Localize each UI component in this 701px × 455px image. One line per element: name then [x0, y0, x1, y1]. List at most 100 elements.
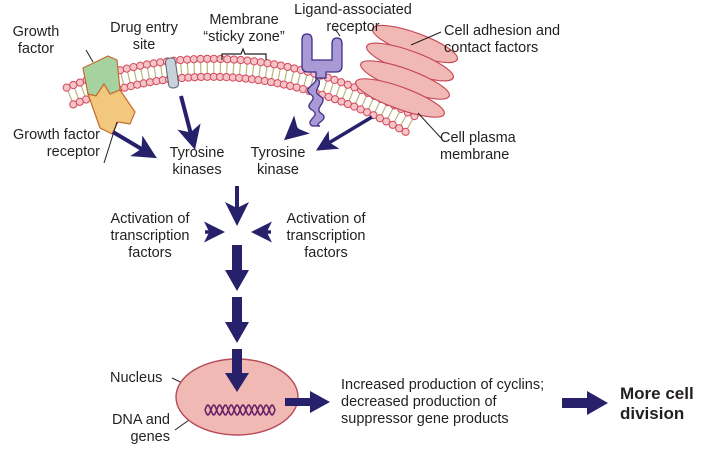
label-dna-and-genes: DNA and genes — [111, 412, 170, 445]
lipid-tail — [284, 70, 288, 81]
lipid-tail — [374, 102, 380, 112]
lipid-tail — [335, 85, 341, 96]
phospholipid-head — [62, 83, 71, 92]
phospholipid-head — [69, 80, 78, 90]
lipid-tail — [407, 119, 413, 129]
arrow-down-2 — [225, 297, 249, 343]
lipid-tail — [361, 96, 367, 106]
phospholipid-head — [343, 80, 352, 89]
phospholipid-head — [75, 78, 85, 87]
phospholipid-head — [290, 64, 299, 73]
label-outcome: Increased production of cyclins; decreas… — [341, 377, 545, 427]
phospholipid-head — [176, 55, 185, 65]
growth-factor-receptor-shape — [87, 82, 136, 135]
phospholipid-head — [236, 55, 245, 65]
phospholipid-head — [149, 59, 158, 68]
lipid-tail — [67, 91, 73, 101]
lipid-tail — [80, 86, 86, 96]
lipid-tail — [264, 67, 268, 78]
arrow-adhesion-to-kinase — [315, 115, 373, 151]
sticky-zone-bracket — [221, 47, 267, 60]
lipid-tail — [355, 93, 361, 104]
arrow-receptor-to-kinases — [111, 130, 157, 159]
lipid-tail — [160, 66, 163, 77]
drug-entry-site-channel — [164, 57, 180, 89]
lipid-tail — [297, 73, 301, 84]
label-more-cell-division: More cell division — [620, 384, 694, 423]
phospholipid-head — [256, 58, 265, 67]
phospholipid-head — [250, 57, 259, 66]
phospholipid-head — [263, 59, 272, 68]
phospholipid-head — [223, 55, 232, 64]
phospholipid-head — [189, 55, 198, 64]
label-activation-left: Activation of transcription factors — [110, 211, 190, 261]
adhesion-disc — [355, 78, 445, 118]
lipid-tail — [258, 66, 261, 77]
phospholipid-head — [142, 60, 151, 69]
leader-cell-adhesion — [410, 31, 442, 46]
phospholipid-head — [136, 61, 145, 70]
lipid-tail — [381, 105, 387, 115]
lipid-tail — [186, 63, 189, 74]
label-cell-adhesion: Cell adhesion and contact factors — [444, 23, 561, 56]
lipid-tail — [180, 64, 183, 75]
leader-cell-plasma-membrane — [417, 112, 442, 139]
label-cell-plasma-membrane: Cell plasma membrane — [440, 130, 516, 163]
cell-adhesion-factors — [355, 24, 459, 118]
phospholipid-head — [203, 54, 212, 63]
phospholipid-head — [122, 64, 131, 73]
leader-ligand-receptor — [334, 28, 341, 37]
lipid-tail — [303, 75, 308, 86]
phospholipid-head — [156, 58, 165, 67]
lipid-tail — [277, 69, 281, 80]
lipid-tail — [232, 63, 235, 74]
phospholipid-head — [375, 114, 384, 123]
lipid-tail — [348, 90, 354, 101]
arrow-ligand-to-kinase — [283, 115, 310, 141]
lipid-tail — [271, 68, 275, 79]
phospholipid-head — [270, 60, 279, 69]
label-growth-factor-receptor: Growth factor receptor — [12, 127, 100, 160]
lipid-tail — [342, 88, 347, 99]
lipid-tail — [245, 64, 248, 75]
nucleus — [175, 358, 299, 436]
label-membrane-sticky-zone: Membrane “sticky zone” — [203, 12, 285, 45]
phospholipid-head — [382, 117, 391, 126]
growth-factor-receptor-complex — [82, 55, 136, 135]
lipid-tail — [146, 68, 150, 79]
phospholipid-head — [395, 124, 404, 133]
lipid-tail — [238, 63, 242, 75]
label-tyrosine-kinases: Tyrosine kinases — [169, 145, 225, 178]
lipid-tail — [400, 115, 407, 126]
leader-growth-factor-receptor — [103, 121, 118, 164]
lipid-tail — [74, 88, 79, 99]
label-ligand-associated-receptor: Ligand-associated receptor — [294, 2, 412, 35]
phospholipid-head — [283, 62, 292, 72]
arrow-drug-site-to-kinases — [177, 95, 201, 150]
phospholipid-head — [229, 55, 239, 64]
lipid-tail — [329, 83, 334, 94]
phospholipid-head — [209, 54, 219, 63]
label-tyrosine-kinase: Tyrosine kinase — [250, 145, 306, 178]
lipid-tail — [251, 65, 255, 76]
label-growth-factor: Growth factor — [12, 24, 60, 57]
label-nucleus: Nucleus — [110, 370, 163, 386]
lipid-tail — [140, 69, 144, 80]
phospholipid-head — [388, 120, 397, 129]
lipid-tail — [394, 112, 400, 122]
signal-arrows — [111, 95, 608, 415]
phospholipid-head — [243, 56, 252, 65]
phospholipid-head — [216, 54, 225, 64]
lipid-tail — [127, 72, 131, 83]
arrow-nucleus-to-outcome — [285, 391, 330, 413]
label-drug-entry-site: Drug entry site — [110, 20, 178, 53]
lipid-tail — [387, 108, 394, 119]
arrow-into-nucleus — [225, 349, 249, 392]
phospholipid-head — [330, 75, 339, 85]
leader-growth-factor — [85, 49, 94, 63]
phospholipid-head — [129, 63, 138, 72]
ligand-associated-receptor — [301, 33, 343, 127]
lipid-tail — [153, 67, 157, 78]
phospholipid-head — [401, 127, 410, 136]
